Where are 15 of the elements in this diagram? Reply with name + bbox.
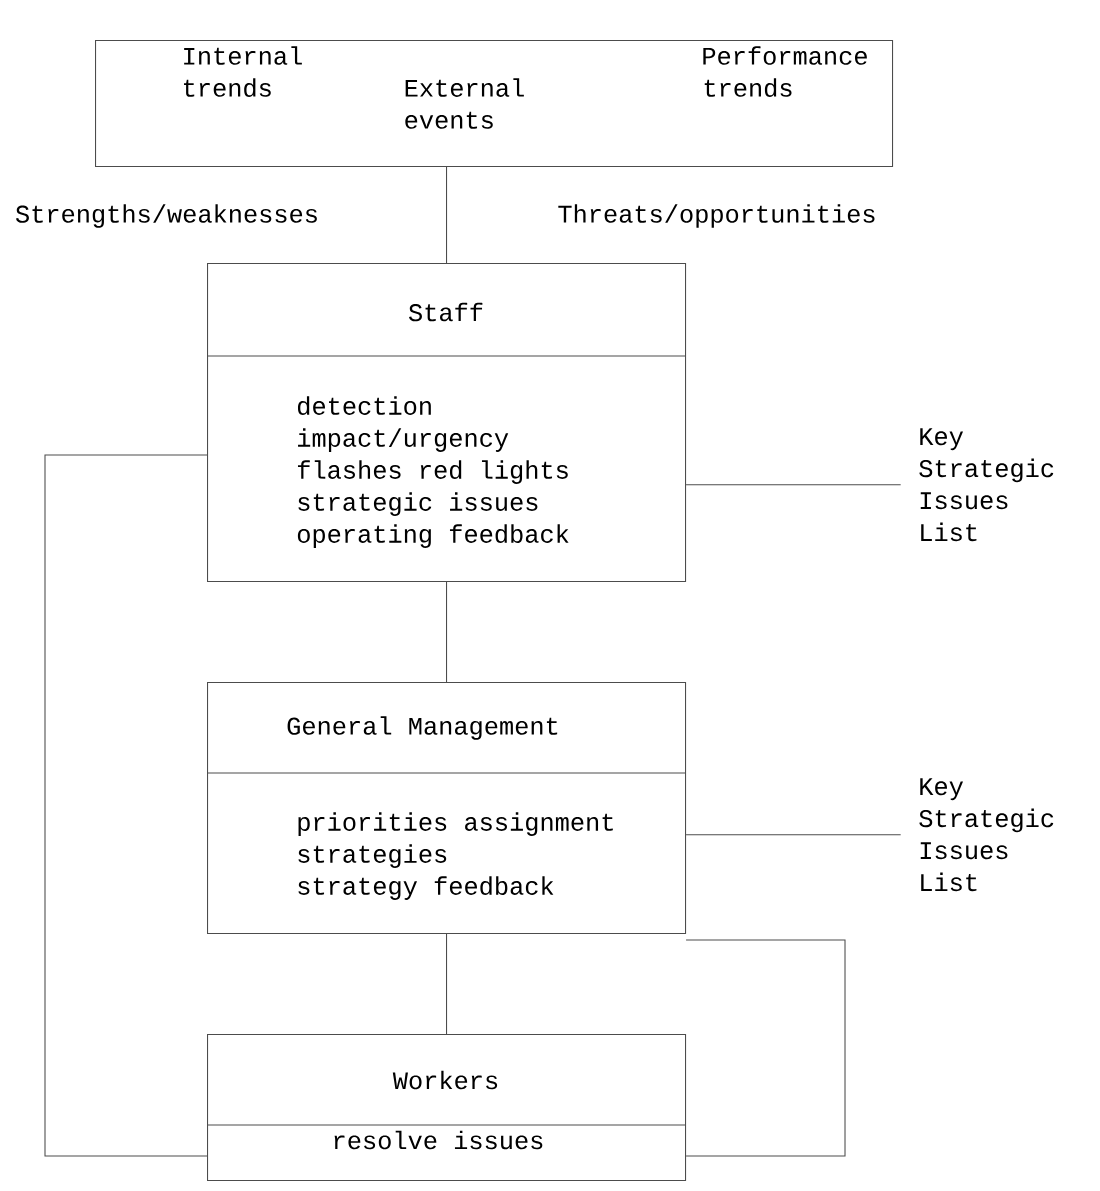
connector-line (685, 834, 902, 836)
connector-line (446, 581, 448, 683)
management-box: General Management priorities assignment strategies strategy feedback (206, 682, 687, 935)
list-label: Key Strategic Issues List (919, 428, 1054, 542)
staff-box: Staff detection impact/urgency flashes red lights strategic issues operating feedback (206, 263, 687, 583)
workers-box: Workers resolve issues (206, 1034, 687, 1182)
connector-line (44, 454, 208, 1157)
flow-label: Strengths/weaknesses (15, 204, 317, 228)
connector-line (446, 166, 448, 264)
list-label: Key Strategic Issues List (919, 778, 1054, 892)
connector-line (446, 933, 448, 1035)
trends-box: Internal trends External events Performance trends (95, 40, 894, 168)
connector-line (685, 484, 902, 486)
flow-label: Threats/opportunities (558, 204, 875, 228)
connector-line (685, 939, 846, 1157)
